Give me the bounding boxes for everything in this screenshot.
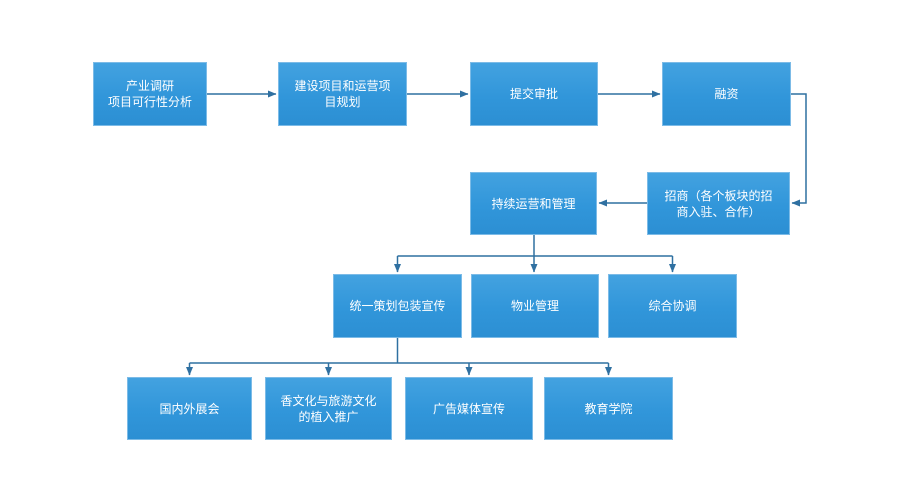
node-submit-approval: 提交审批 xyxy=(470,62,598,126)
node-culture-tourism-promotion: 香文化与旅游文化 的植入推广 xyxy=(265,377,392,440)
node-investment-attraction: 招商（各个板块的招 商入驻、合作） xyxy=(647,172,790,235)
node-ad-media-publicity: 广告媒体宣传 xyxy=(405,377,533,440)
node-unified-promotion: 统一策划包装宣传 xyxy=(333,274,462,338)
edge-financing-to-investment xyxy=(791,93,807,207)
node-domestic-foreign-exhibitions: 国内外展会 xyxy=(127,377,252,440)
node-industry-research: 产业调研 项目可行性分析 xyxy=(93,62,207,126)
node-property-management: 物业管理 xyxy=(471,274,599,338)
node-comprehensive-coordination: 综合协调 xyxy=(608,274,737,338)
node-education-academy: 教育学院 xyxy=(544,377,673,440)
node-ongoing-operation: 持续运营和管理 xyxy=(470,172,597,235)
node-financing: 融资 xyxy=(662,62,791,126)
node-project-planning: 建设项目和运营项 目规划 xyxy=(278,62,407,126)
